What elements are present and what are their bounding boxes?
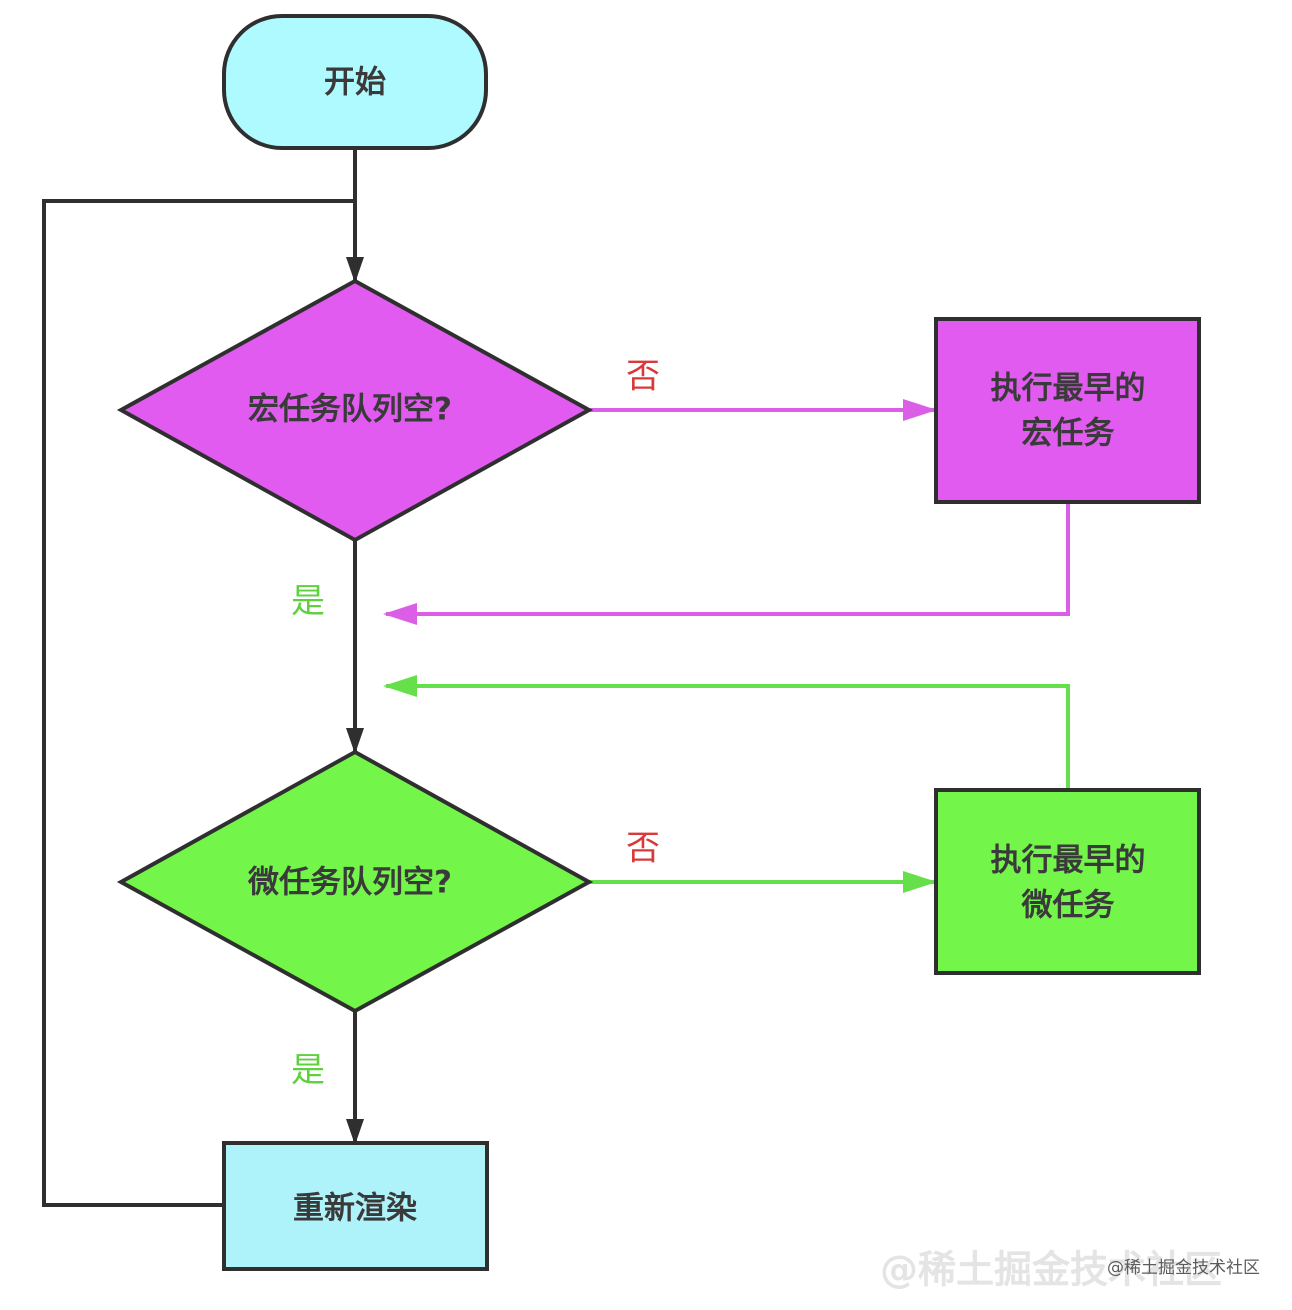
micro-yes-label: 是 bbox=[291, 1051, 325, 1091]
edge-micro-action-return bbox=[383, 675, 1070, 790]
render-label: 重新渲染 bbox=[293, 1191, 417, 1227]
micro-decision-label: 微任务队列空? bbox=[247, 865, 452, 901]
macro-action-label-line2: 宏任务 bbox=[1022, 416, 1115, 452]
macro-decision-label: 宏任务队列空? bbox=[248, 392, 452, 428]
edge-render-loop-back bbox=[42, 199, 355, 1207]
macro-queue-decision: 宏任务队列空? bbox=[116, 278, 594, 543]
macro-decision-diamond bbox=[116, 278, 594, 543]
micro-action-label-line2: 微任务 bbox=[1021, 888, 1115, 924]
render-node: 重新渲染 bbox=[222, 1141, 489, 1271]
micro-decision-diamond bbox=[116, 749, 594, 1014]
micro-action-box bbox=[934, 788, 1201, 975]
micro-no-label: 否 bbox=[626, 829, 660, 869]
macro-action-box bbox=[934, 317, 1201, 504]
start-node: 开始 bbox=[222, 14, 488, 150]
render-box bbox=[222, 1141, 489, 1271]
micro-action-node: 执行最早的 微任务 bbox=[934, 788, 1201, 975]
edge-macro-action-return bbox=[383, 503, 1070, 625]
start-terminal-shape bbox=[222, 14, 488, 150]
watermark-small: @稀土掘金技术社区 bbox=[1107, 1258, 1260, 1278]
watermark-large: @稀土掘金技术社区 bbox=[880, 1248, 1222, 1292]
start-label: 开始 bbox=[324, 65, 386, 101]
macro-no-label: 否 bbox=[626, 357, 660, 397]
macro-action-label-line1: 执行最早的 bbox=[991, 371, 1146, 407]
micro-action-label-line1: 执行最早的 bbox=[991, 843, 1146, 879]
micro-queue-decision: 微任务队列空? bbox=[116, 749, 594, 1014]
macro-action-node: 执行最早的 宏任务 bbox=[934, 317, 1201, 504]
macro-yes-label: 是 bbox=[291, 582, 325, 622]
